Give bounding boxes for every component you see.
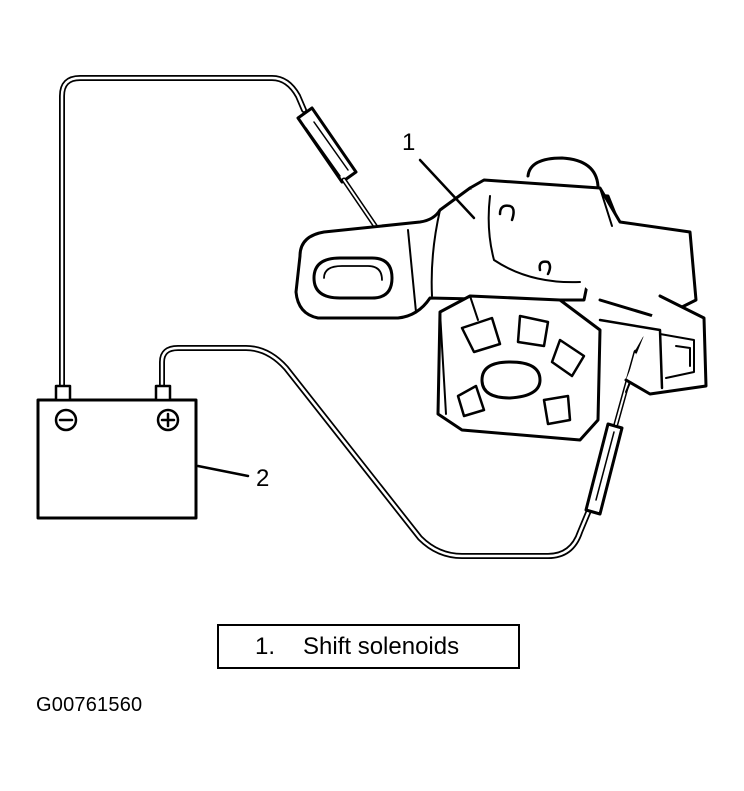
battery (36, 384, 198, 520)
callout-2: 2 (256, 465, 269, 492)
negative-wire (59, 75, 307, 391)
legend-box: 1. Shift solenoids (217, 624, 520, 669)
legend-text: Shift solenoids (303, 632, 460, 660)
positive-wire (159, 345, 593, 559)
figure-id: G00761560 (36, 694, 143, 716)
battery-leader-line (196, 464, 250, 478)
callout-1: 1 (402, 129, 415, 156)
legend-number: 1. (255, 632, 276, 660)
negative-probe-boot (296, 106, 390, 242)
solenoid-leader-line (418, 158, 476, 220)
shift-solenoid-assembly (294, 156, 708, 442)
